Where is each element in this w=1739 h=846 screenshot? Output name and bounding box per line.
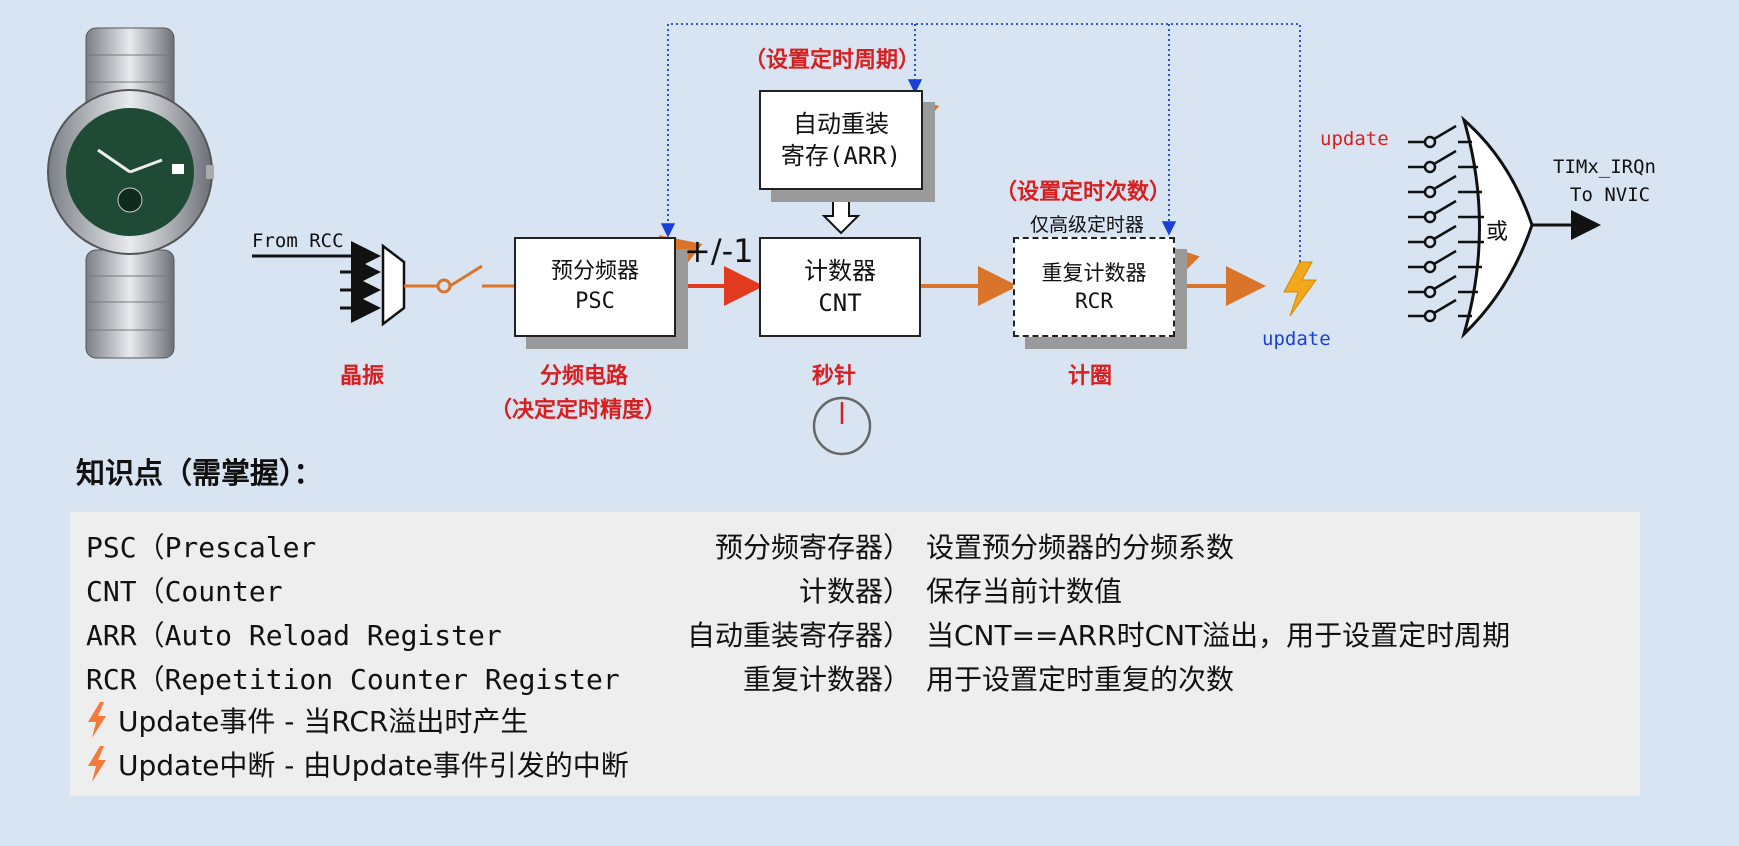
or-gate (1461, 115, 1601, 339)
row-en: CNT（Counter (86, 575, 283, 608)
bullet-row: Update中断 - 由Update事件引发的中断 (84, 744, 629, 784)
bullet-row: Update事件 - 当RCR溢出时产生 (84, 700, 528, 740)
update-left-label: update (1320, 128, 1389, 150)
update-bottom-label: update (1262, 328, 1331, 350)
rcr-box: 重复计数器 RCR (1013, 237, 1175, 337)
row-cn: 重复计数器） (742, 663, 911, 696)
rcr-box-line1: 重复计数器 (1041, 260, 1147, 285)
cnt-box-line1: 计数器 (804, 256, 876, 285)
psc-box-line2: PSC (575, 289, 615, 314)
knowledge-row: CNT（Counter 计数器） 保存当前计数值 (86, 570, 1406, 610)
row-desc: 当CNT==ARR时CNT溢出，用于设置定时周期 (926, 619, 1511, 652)
row-en: PSC（Prescaler (86, 531, 317, 564)
row-cn: 预分频寄存器） (714, 531, 911, 564)
psc-box-line1: 预分频器 (550, 259, 639, 285)
from-rcc-label: From RCC (252, 230, 344, 252)
row-desc: 用于设置定时重复的次数 (926, 663, 1235, 696)
second-hand-label: 秒针 (812, 363, 857, 389)
count-laps-label: 计圈 (1068, 363, 1113, 389)
arr-box-line1: 自动重装 (793, 109, 889, 138)
bullet-text: Update中断 - 由Update事件引发的中断 (118, 749, 629, 782)
arr-to-cnt-arrow (821, 196, 861, 235)
bolt-icon (88, 702, 106, 738)
rcr-box-line2: RCR (1075, 289, 1113, 313)
clock-icon (812, 396, 872, 456)
row-desc: 保存当前计数值 (926, 575, 1123, 608)
interrupt-switches (1408, 124, 1484, 323)
cnt-box: 计数器 CNT (759, 237, 921, 337)
crystal-label: 晶振 (340, 363, 385, 389)
or-gate-label: 或 (1486, 220, 1509, 245)
cnt-box-line2: CNT (818, 289, 862, 317)
knowledge-row: PSC（Prescaler 预分频寄存器） 设置预分频器的分频系数 (86, 526, 1406, 566)
row-en: ARR（Auto Reload Register (86, 619, 502, 652)
knowledge-row: ARR（Auto Reload Register 自动重装寄存器） 当CNT==… (86, 614, 1646, 654)
irq-line2: To NVIC (1570, 184, 1651, 206)
arr-box: 自动重装 寄存(ARR) (759, 90, 923, 190)
update-bolt-icon (1283, 261, 1317, 317)
row-cn: 计数器） (798, 575, 911, 608)
row-en: RCR（Repetition Counter Register (86, 663, 620, 696)
knowledge-title: 知识点（需掌握）： (76, 456, 323, 490)
divider-sub-label: （决定定时精度） (490, 397, 667, 423)
knowledge-panel: PSC（Prescaler 预分频寄存器） 设置预分频器的分频系数 CNT（Co… (70, 512, 1640, 796)
set-period-label: （设置定时周期） (744, 47, 921, 73)
adv-only-label: 仅高级定时器 (1030, 214, 1145, 236)
bolt-icon (88, 746, 106, 782)
clock-switch (436, 278, 452, 294)
arr-box-line2: 寄存(ARR) (780, 142, 902, 170)
row-cn: 自动重装寄存器） (686, 619, 911, 652)
psc-box: 预分频器 PSC (514, 237, 676, 337)
watch-icon (47, 27, 214, 359)
row-desc: 设置预分频器的分频系数 (926, 531, 1235, 564)
divider-label: 分频电路 (540, 363, 629, 389)
knowledge-row: RCR（Repetition Counter Register 重复计数器） 用… (86, 658, 1406, 698)
set-times-label: （设置定时次数） (995, 179, 1172, 205)
bullet-text: Update事件 - 当RCR溢出时产生 (118, 705, 529, 738)
plus-minus-label: +/-1 (684, 232, 754, 270)
update-feedback-line (660, 23, 1301, 262)
clock-mux (381, 243, 406, 327)
irq-line1: TIMx_IRQn (1553, 156, 1656, 178)
